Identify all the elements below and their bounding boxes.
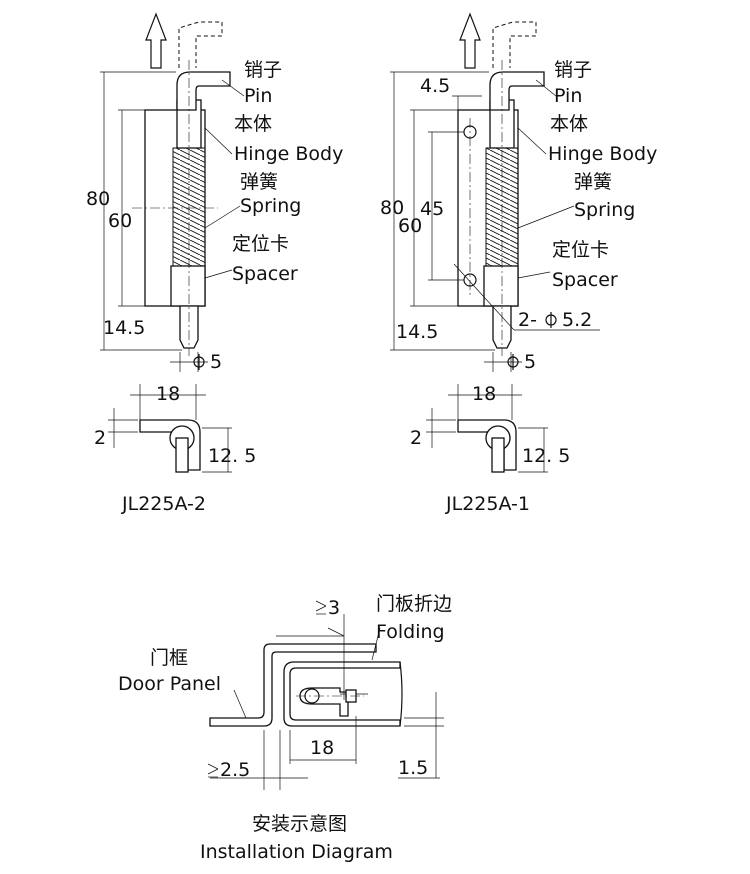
model-title-jl225a-1: JL225A-1 <box>445 493 530 515</box>
top-dim-2: 2 <box>410 427 422 449</box>
hinge-jl225a-1-front-view <box>390 12 600 372</box>
dim-60: 60 <box>398 215 422 237</box>
body-label-en: Hinge Body <box>234 143 343 165</box>
body-label-cn: 本体 <box>234 113 272 135</box>
dim-1-5: 1.5 <box>398 757 428 779</box>
body-label-en: Hinge Body <box>548 143 657 165</box>
dim-4-5: 4.5 <box>420 75 450 97</box>
spring-label-cn: 弹簧 <box>574 171 612 193</box>
installation-diagram <box>209 614 444 790</box>
phi-symbol <box>507 354 519 370</box>
top-dim-12-5: 12. 5 <box>208 445 256 467</box>
install-title-cn: 安装示意图 <box>252 813 347 835</box>
door-panel <box>209 643 377 727</box>
door-folding <box>283 661 401 727</box>
top-dim-18: 18 <box>156 383 180 405</box>
ge-symbol <box>315 600 327 615</box>
pin-label-en: Pin <box>554 85 582 107</box>
folding-label-en: Folding <box>376 621 445 643</box>
spring-label-cn: 弹簧 <box>240 171 278 193</box>
dim-hole-diameter: 5.2 <box>562 309 592 331</box>
lifted-pin-dashed <box>178 21 223 68</box>
dim-80: 80 <box>86 188 110 210</box>
spacer-label-en: Spacer <box>232 263 298 285</box>
dim-holes-count: 2- <box>518 309 537 331</box>
spacer-label-cn: 定位卡 <box>552 239 609 261</box>
lift-arrow <box>459 12 481 69</box>
dim-80: 80 <box>380 197 404 219</box>
door-label-en: Door Panel <box>118 673 221 695</box>
folding-label-cn: 门板折边 <box>376 593 452 615</box>
spacer-label-cn: 定位卡 <box>232 233 289 255</box>
dim-phi5: 5 <box>524 351 536 373</box>
top-dim-2: 2 <box>94 427 106 449</box>
top-dim-18: 18 <box>472 383 496 405</box>
dim-2-5: 2.5 <box>220 759 250 781</box>
dim-14-5: 14.5 <box>396 321 438 343</box>
installed-pin <box>299 687 349 717</box>
spacer <box>483 265 519 307</box>
lift-arrow <box>145 12 167 69</box>
ge-symbol <box>207 763 219 778</box>
dim-45: 45 <box>420 198 444 220</box>
spacer-label-en: Spacer <box>552 269 618 291</box>
phi-symbol <box>193 354 205 370</box>
dim-3: 3 <box>328 597 340 619</box>
dim-18: 18 <box>310 737 334 759</box>
pin <box>176 71 231 111</box>
dim-phi5: 5 <box>210 351 222 373</box>
lifted-pin-dashed <box>492 21 537 68</box>
phi-symbol <box>545 312 557 328</box>
hinge-jl225a-2-top-view <box>108 384 232 473</box>
pin-label-cn: 销子 <box>244 59 282 81</box>
spacer <box>170 265 206 307</box>
spring-label-en: Spring <box>240 195 301 217</box>
dim-14-5: 14.5 <box>103 317 145 339</box>
hinge-jl225a-2-front-view <box>100 12 245 372</box>
pin-label-en: Pin <box>244 85 272 107</box>
install-title-en: Installation Diagram <box>200 841 393 863</box>
door-label-cn: 门框 <box>150 647 188 669</box>
pin-label-cn: 销子 <box>554 59 592 81</box>
hinge-jl225a-1-top-view <box>426 384 548 473</box>
dim-60: 60 <box>108 210 132 232</box>
model-title-jl225a-2: JL225A-2 <box>121 493 206 515</box>
top-dim-12-5: 12. 5 <box>522 445 570 467</box>
pin <box>489 71 545 111</box>
spring-label-en: Spring <box>574 199 635 221</box>
body-label-cn: 本体 <box>550 113 588 135</box>
